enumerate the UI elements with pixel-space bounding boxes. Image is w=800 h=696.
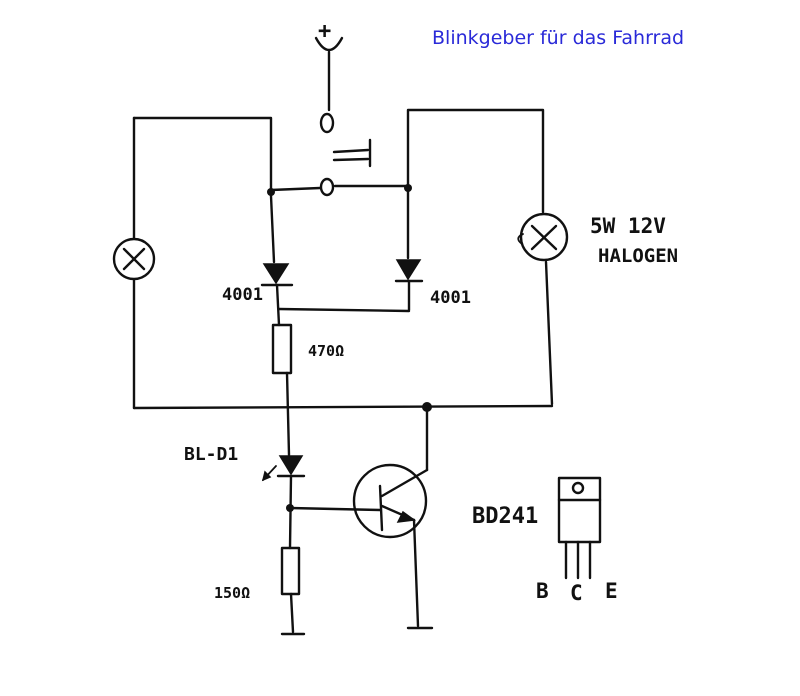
blink-led-label: BL-D1	[184, 444, 238, 465]
switch	[319, 112, 372, 197]
blink-led	[261, 455, 306, 550]
resistor-bottom-label: 150Ω	[214, 584, 250, 602]
resistor-top-label: 470Ω	[308, 342, 344, 360]
pin-label-b: B	[536, 579, 549, 603]
pin-label-e: E	[605, 579, 618, 603]
diode-left-label: 4001	[222, 285, 263, 305]
wiring-left-branch	[132, 116, 322, 410]
junction-node	[404, 184, 412, 192]
diode-right	[394, 259, 424, 312]
diagram-title: Blinkgeber für das Fahrrad	[432, 27, 684, 49]
lamp-left	[112, 237, 156, 281]
wiring-right-branch	[333, 108, 554, 406]
lamp-right	[517, 212, 569, 262]
pin-label-c: C	[570, 581, 583, 605]
transistor-package	[557, 476, 602, 580]
resistor-bottom	[280, 546, 306, 636]
supply-plus-label: +	[318, 19, 331, 44]
lamp-right-type-label: HALOGEN	[598, 245, 678, 267]
diode-join-wire	[277, 307, 411, 313]
junction-node	[267, 188, 275, 196]
transistor-label: BD241	[472, 504, 538, 529]
resistor-top	[271, 323, 293, 457]
diode-right-label: 4001	[430, 288, 471, 308]
lamp-right-rating-label: 5W 12V	[590, 214, 666, 238]
diode-left	[260, 263, 294, 327]
supply-terminal: +	[314, 19, 344, 112]
common-bus-wire	[132, 404, 554, 410]
transistor	[288, 405, 429, 628]
